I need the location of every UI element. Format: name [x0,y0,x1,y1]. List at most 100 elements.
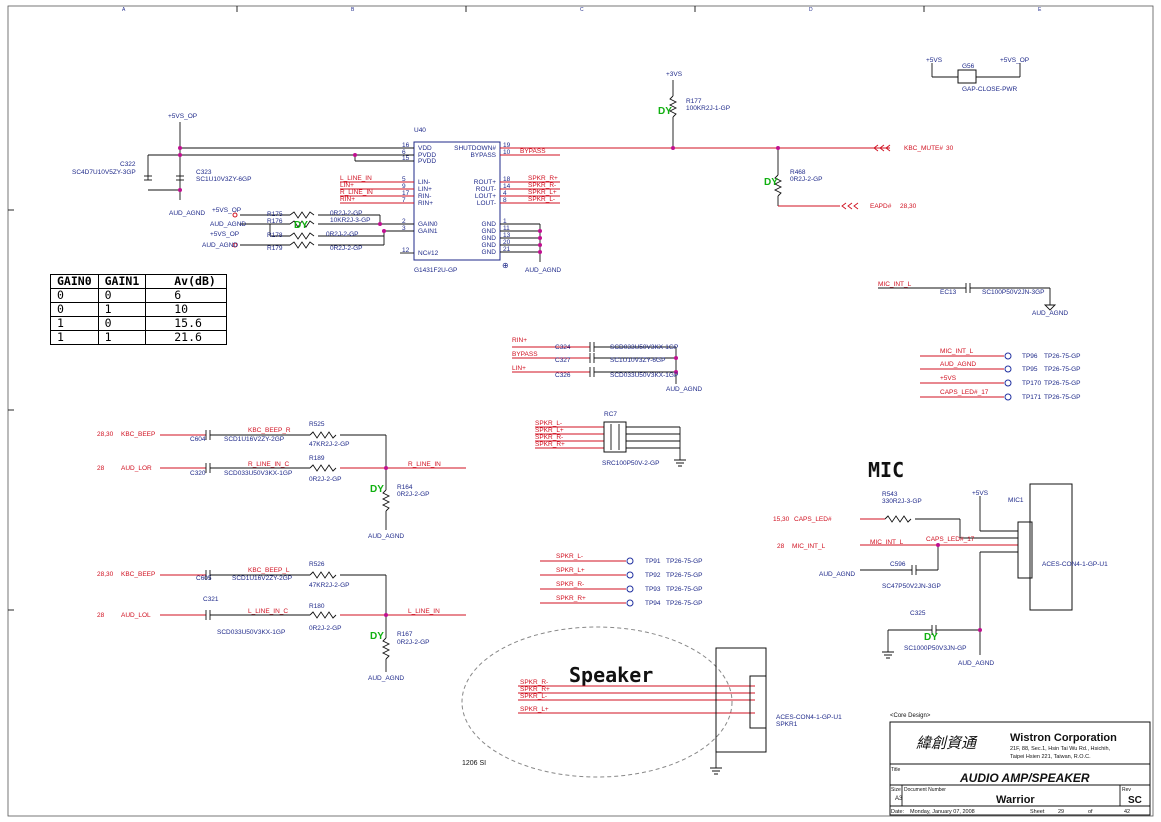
c326-ref: C326 [555,372,571,379]
u40-amplifier: U40 G1431F2U-GP ⊕ [413,127,509,274]
r468-val: 0R2J-2-GP [790,176,823,183]
net-spkr-r-n-spk: SPKR_R- [520,679,548,686]
net-mic-int-l-left: MIC_INT_L [792,543,826,550]
r164-val: 0R2J-2-GP [397,491,430,498]
speaker-connector [518,647,767,775]
agnd-ec13: AUD_AGND [1032,310,1068,317]
u40-pin-name: GND [482,249,497,256]
testpoint-ref: TP93 [645,586,661,593]
net-aud-lor-page: 28 [97,465,105,472]
u40-pin-number: 21 [503,246,511,253]
u40-pin-number: 13 [503,232,511,239]
c605-ref: C605 [196,575,212,582]
rc7-array [535,421,686,467]
dy-marker-r177: DY [658,106,672,117]
net-kbc-mute-page: 30 [946,145,954,152]
agnd-c325: AUD_AGND [958,660,994,667]
net-eapd: EAPD# [870,203,892,210]
c320-ref: C320 [190,470,206,477]
testpoint-net: MIC_INT_L [940,348,974,355]
net-bypass-bypass: BYPASS [512,351,538,358]
rc7-val: SRC100P50V-2-GP [602,460,659,467]
u40-power-wiring [144,122,414,200]
testpoint-ref: TP96 [1022,353,1038,360]
net-spkr-r-p-spk: SPKR_R+ [520,686,550,693]
testpoint-pad [626,571,634,579]
u40-pin-name: PVDD [418,152,436,159]
u40-pin-name: ROUT- [476,186,496,193]
testpoint-ref: TP94 [645,600,661,607]
border-col-b: B [351,7,355,13]
r180-val: 0R2J-2-GP [309,625,342,632]
testpoint-ref: TP92 [645,572,661,579]
agnd-r164: AUD_AGND [368,533,404,540]
u40-pin-name: RIN- [418,193,431,200]
c321-val: SCD033U50V3KX-1GP [217,629,285,636]
ec13-ref: EC13 [940,289,957,296]
speaker-outline [461,626,733,778]
net-caps-led-page: 15,30 [773,516,790,523]
size-value: A3 [895,796,903,802]
agnd-gain-1: AUD_AGND [210,221,246,228]
gain-table: GAIN0 GAIN1 Av(dB) 0 0 6 0 1 10 1 0 15.6… [50,274,228,345]
testpoint-val: TP26-75-GP [666,558,703,565]
net-kbc-beep-l: KBC_BEEP_L [248,567,290,574]
net-mic-int-l-mid: MIC_INT_L [870,539,904,546]
c321-ref: C321 [203,596,219,603]
net-spkr-r-n-u40: SPKR_R- [528,182,556,189]
testpoint-net: SPKR_L+ [556,567,585,574]
spkr1-ref: SPKR1 [776,721,798,728]
r189-ref: R189 [309,455,325,462]
border-col-c: C [580,7,584,13]
r164-ref: R164 [397,484,413,491]
testpoint-pad [1004,352,1012,360]
u40-pin-name: PVDD [418,158,436,165]
mic1-ref: MIC1 [1008,497,1024,504]
net-r-line-in-out: R_LINE_IN [408,461,441,468]
r178-val: 0R2J-2-GP [326,231,359,238]
c596-val: SC47P50V2JN-3GP [882,583,941,590]
mic1-val: ACES-CON4-1-GP-U1 [1042,561,1108,568]
sheet-label: Sheet [1030,809,1045,815]
mic-circuit [860,483,1073,659]
net-spkr-l-n-rc7: SPKR_L- [535,420,562,427]
border-col-e: E [1038,7,1042,13]
u40-ref: U40 [414,127,426,134]
testpoint-val: TP26-75-GP [666,572,703,579]
size-note: 1206 SI [462,760,486,767]
u40-pin-number: 11 [503,225,510,232]
sheet-title: AUDIO AMP/SPEAKER [959,771,1090,785]
net-spkr-l-n-spk: SPKR_L- [520,693,547,700]
u40-pin-number: 3 [402,225,406,232]
docnum-value: Warrior [996,794,1035,806]
testpoint-net: +5VS [940,375,957,382]
gain-resistor-network [232,211,414,254]
net-kbc-beep-r-page: 28,30 [97,431,114,438]
net-kbc-beep-l-page: 28,30 [97,571,114,578]
dy-marker-r468: DY [764,177,778,188]
agnd-gain-2: AUD_AGND [202,242,238,249]
u40-pin-name: SHUTDOWN# [454,145,496,152]
c327-ref: C327 [555,357,571,364]
u40-pin-name: GND [482,221,497,228]
label-5vs-op-gain2: +5VS_OP [210,231,239,238]
u40-pin-number: 10 [503,149,511,156]
net-spkr-l-p-u40: SPKR_L+ [528,189,557,196]
r179-val: 0R2J-2-GP [330,245,363,252]
dy-marker-r164: DY [370,484,384,495]
r525-ref: R525 [309,421,325,428]
net-kbc-beep-r-src: KBC_BEEP [121,431,155,438]
border-zone-marks: A B C D E [8,6,1042,611]
testpoint-net: CAPS_LED#_17 [940,389,989,396]
dy-marker-c325: DY [924,632,938,643]
agnd-r167: AUD_AGND [368,675,404,682]
rc7-ref: RC7 [604,411,617,418]
net-lin-p-u40: LIN+ [340,182,354,189]
net-kbc-beep-r: KBC_BEEP_R [248,427,291,434]
testpoint-val: TP26-75-GP [666,600,703,607]
label-5vs-op-g56: +5VS_OP [1000,57,1029,64]
r175-ref: R175 [267,211,283,218]
u40-pin-number: 7 [402,197,406,204]
